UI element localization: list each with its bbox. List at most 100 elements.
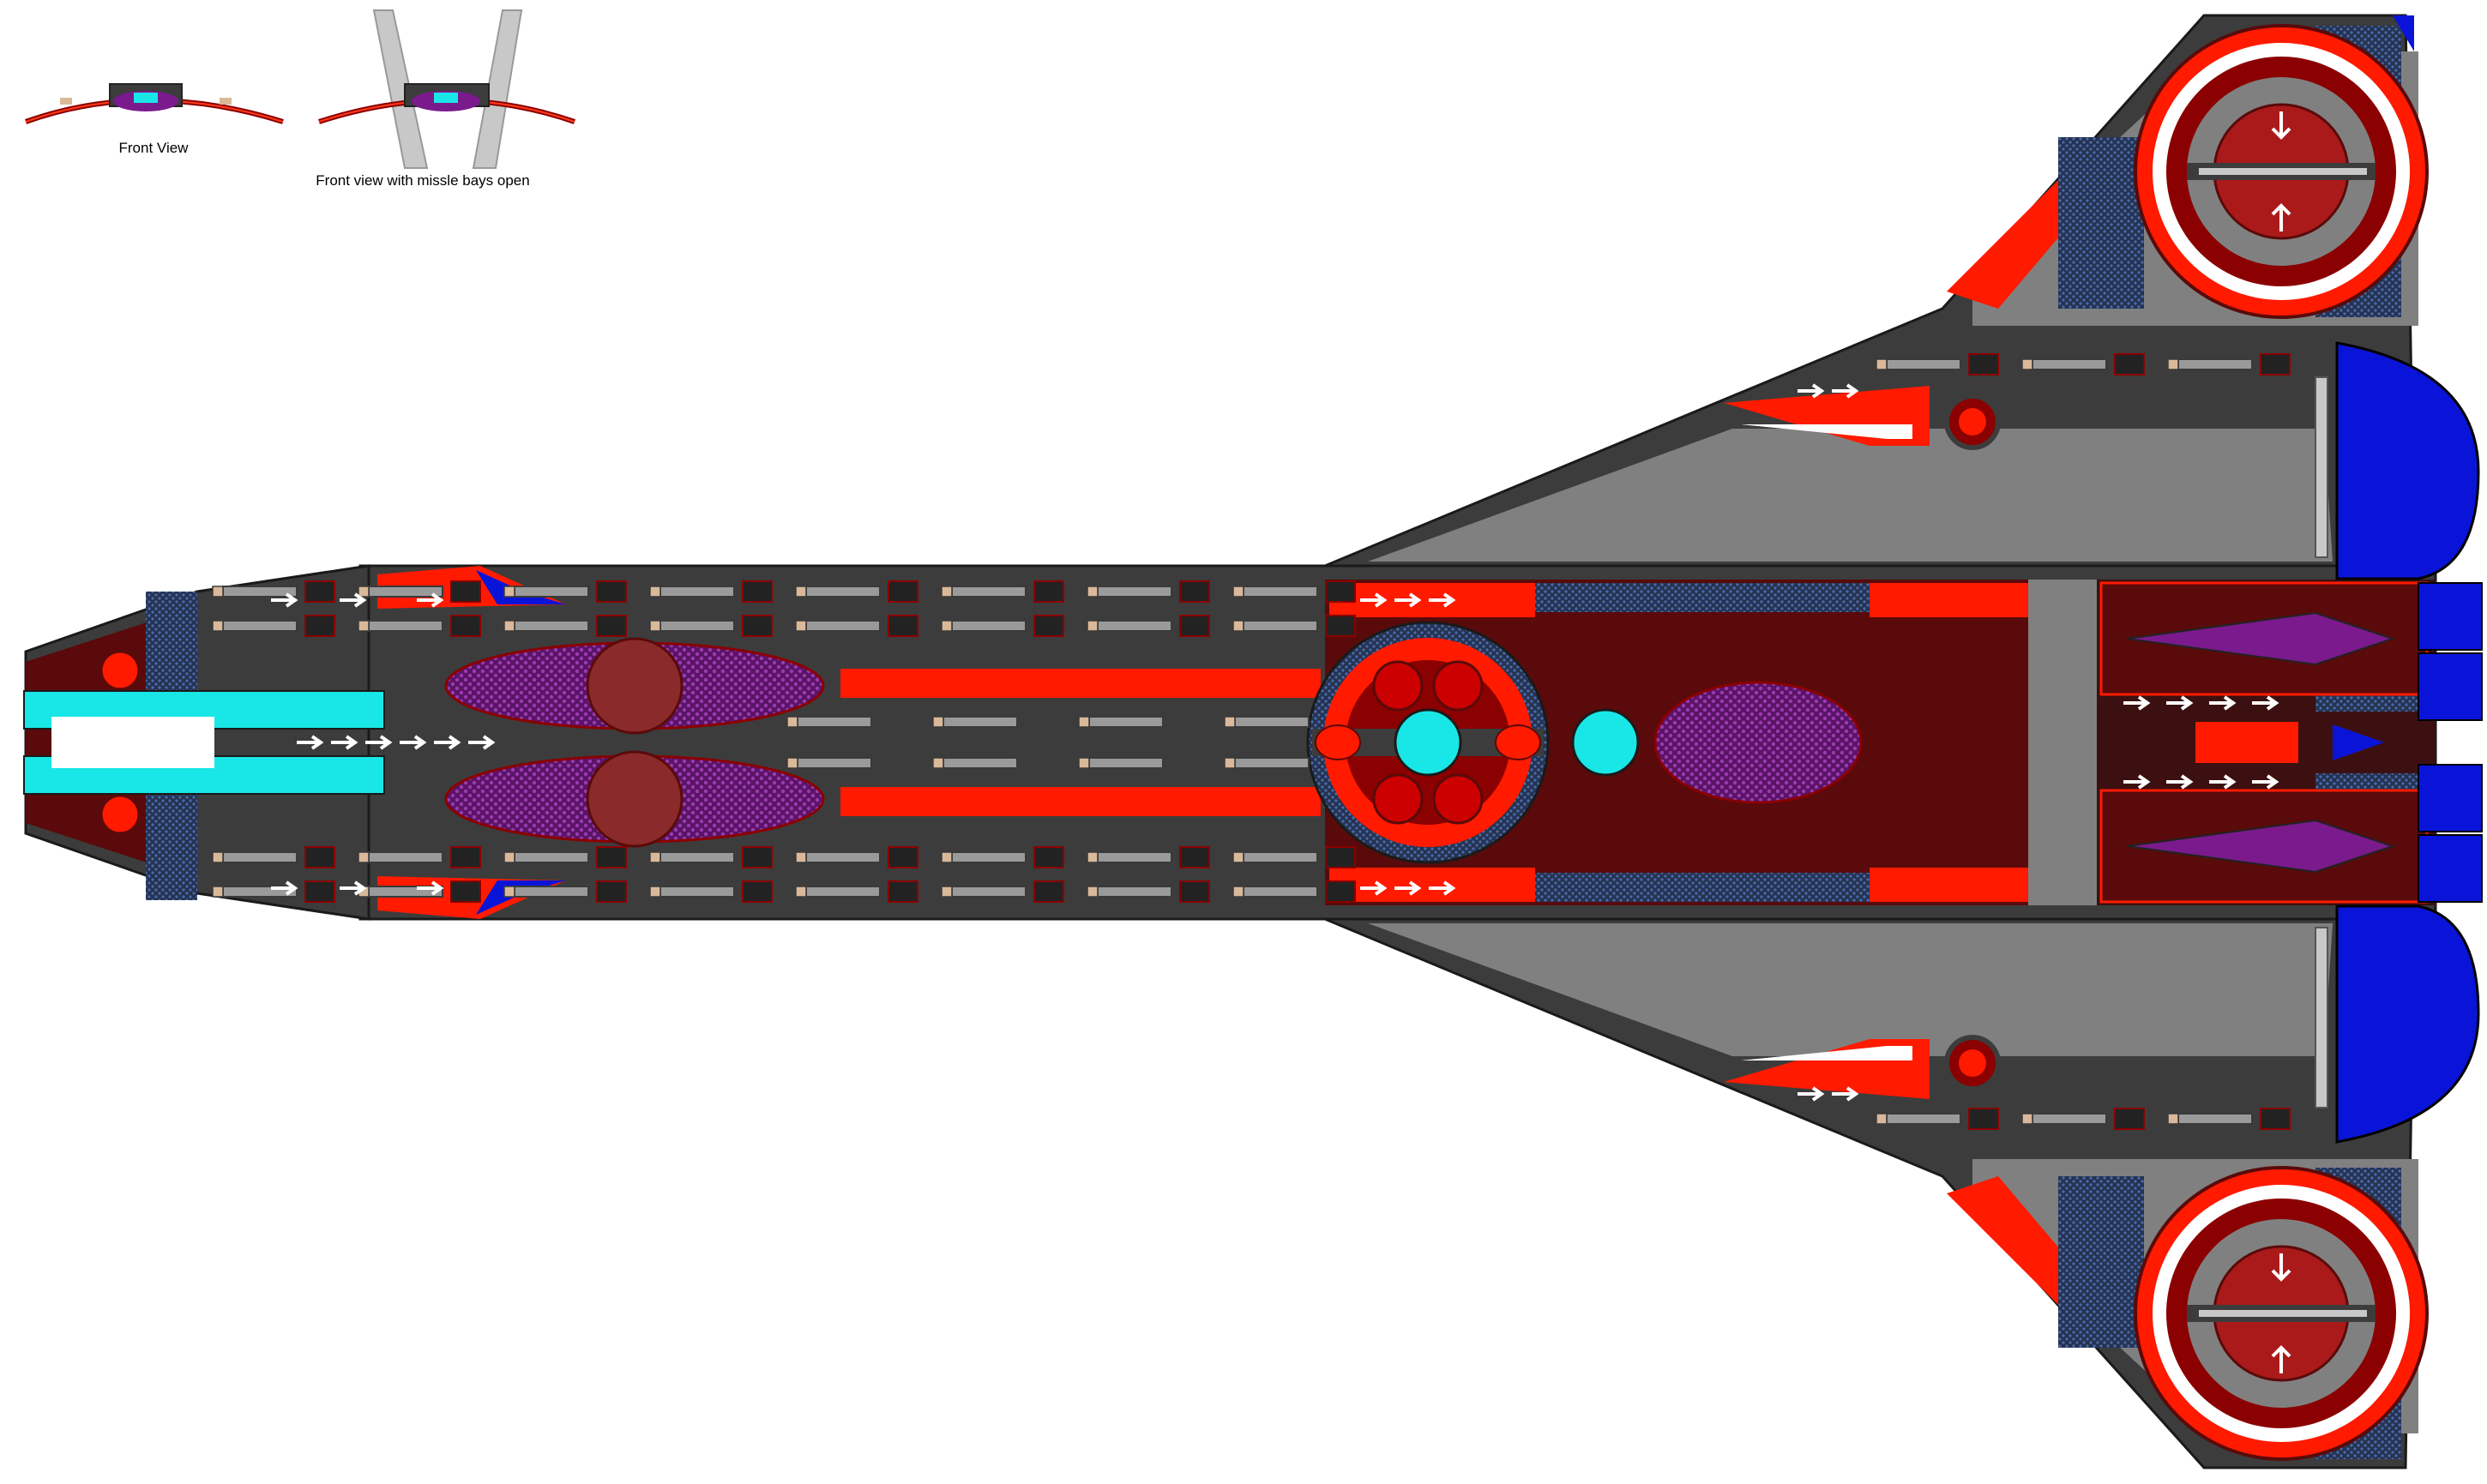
missile-tube-icon xyxy=(649,586,735,598)
missile-tube-icon xyxy=(795,851,881,863)
launcher-block xyxy=(2260,353,2291,376)
launcher-block xyxy=(742,880,773,903)
missile-tube-icon xyxy=(1087,620,1172,632)
launcher-block xyxy=(1325,580,1356,603)
launcher-block xyxy=(2114,1108,2145,1130)
missile-tube-icon xyxy=(941,586,1027,598)
missile-tube-icon xyxy=(503,620,589,632)
missile-tube-icon xyxy=(503,851,589,863)
launcher-block xyxy=(596,846,627,868)
missile-tube-icon xyxy=(941,886,1027,898)
arrow-icon xyxy=(1394,592,1422,608)
missile-tube-icon xyxy=(1087,851,1172,863)
wing-turrets xyxy=(1944,24,2429,1461)
launcher-block xyxy=(888,880,918,903)
launcher-block xyxy=(742,615,773,637)
launcher-block xyxy=(596,615,627,637)
launcher-block xyxy=(596,880,627,903)
arrow-icon xyxy=(2252,695,2279,711)
launcher-block xyxy=(450,846,481,868)
arrow-icon xyxy=(417,880,444,896)
arrow-icon xyxy=(2166,774,2194,790)
missile-tube-icon xyxy=(932,716,1018,728)
launcher-block xyxy=(304,580,335,603)
launcher-block xyxy=(1179,880,1210,903)
arrow-icon xyxy=(1832,1086,1859,1102)
missile-tube-icon xyxy=(503,886,589,898)
arrow-icon xyxy=(1798,1086,1825,1102)
missile-tube-icon xyxy=(2167,1113,2253,1125)
arrow-icon xyxy=(468,735,496,750)
launcher-block xyxy=(742,846,773,868)
missile-tube-icon xyxy=(2021,1113,2107,1125)
arrow-icon xyxy=(2252,774,2279,790)
missile-tube-icon xyxy=(1224,757,1310,769)
launcher-block xyxy=(304,880,335,903)
launcher-block xyxy=(888,846,918,868)
launcher-block xyxy=(596,580,627,603)
missile-tube-icon xyxy=(1224,716,1310,728)
arrow-icon xyxy=(271,592,298,608)
front-view-diagram xyxy=(24,83,284,124)
launcher-block xyxy=(304,615,335,637)
front-view-open-diagram xyxy=(318,9,575,169)
missile-tube-icon xyxy=(932,757,1018,769)
hangar-arrows xyxy=(271,383,2279,1102)
launcher-block xyxy=(1033,615,1064,637)
missile-tube-icon xyxy=(1876,1113,1961,1125)
launcher-block xyxy=(1968,353,1999,376)
engines xyxy=(476,15,2483,1144)
missile-tube-icon xyxy=(649,851,735,863)
launcher-block xyxy=(888,580,918,603)
missile-tube-icon xyxy=(358,620,443,632)
missile-tube-icon xyxy=(795,586,881,598)
missile-tube-icon xyxy=(1232,620,1318,632)
launcher-block xyxy=(304,846,335,868)
missile-bays xyxy=(444,637,1863,848)
missile-tube-icon xyxy=(358,851,443,863)
missile-tube-icon xyxy=(1232,851,1318,863)
launcher-block xyxy=(1033,580,1064,603)
missile-tube-rows xyxy=(212,353,2291,1130)
launcher-block xyxy=(1968,1108,1999,1130)
arrow-icon xyxy=(2123,695,2151,711)
launcher-block xyxy=(1325,880,1356,903)
arrow-icon xyxy=(340,592,367,608)
missile-tube-icon xyxy=(941,851,1027,863)
launcher-block xyxy=(450,580,481,603)
front-view-caption: Front View xyxy=(118,140,189,156)
missile-tube-icon xyxy=(649,620,735,632)
launcher-block xyxy=(2114,353,2145,376)
arrow-icon xyxy=(331,735,358,750)
arrow-icon xyxy=(365,735,393,750)
missile-tube-icon xyxy=(212,586,298,598)
launcher-block xyxy=(1033,880,1064,903)
arrow-icon xyxy=(1429,880,1456,896)
arrow-icon xyxy=(2123,774,2151,790)
launcher-block xyxy=(450,880,481,903)
arrow-icon xyxy=(340,880,367,896)
launcher-block xyxy=(742,580,773,603)
arrow-icon xyxy=(271,880,298,896)
launcher-block xyxy=(1179,846,1210,868)
launcher-block xyxy=(1033,846,1064,868)
rear-bays xyxy=(2099,581,2429,904)
reactor-icon xyxy=(1394,708,1462,777)
arrow-icon xyxy=(434,735,461,750)
missile-tube-icon xyxy=(1232,586,1318,598)
missile-tube-icon xyxy=(1078,716,1164,728)
missile-tube-icon xyxy=(1232,886,1318,898)
missile-tube-icon xyxy=(786,757,872,769)
missile-tube-icon xyxy=(358,586,443,598)
nose-intake xyxy=(23,650,385,835)
arrow-icon xyxy=(417,592,444,608)
missile-tube-icon xyxy=(503,586,589,598)
launcher-block xyxy=(888,615,918,637)
arrow-icon xyxy=(1394,880,1422,896)
arrow-icon xyxy=(297,735,324,750)
missile-tube-icon xyxy=(941,620,1027,632)
arrow-icon xyxy=(1832,383,1859,399)
missile-tube-icon xyxy=(1087,886,1172,898)
arrow-icon xyxy=(1429,592,1456,608)
